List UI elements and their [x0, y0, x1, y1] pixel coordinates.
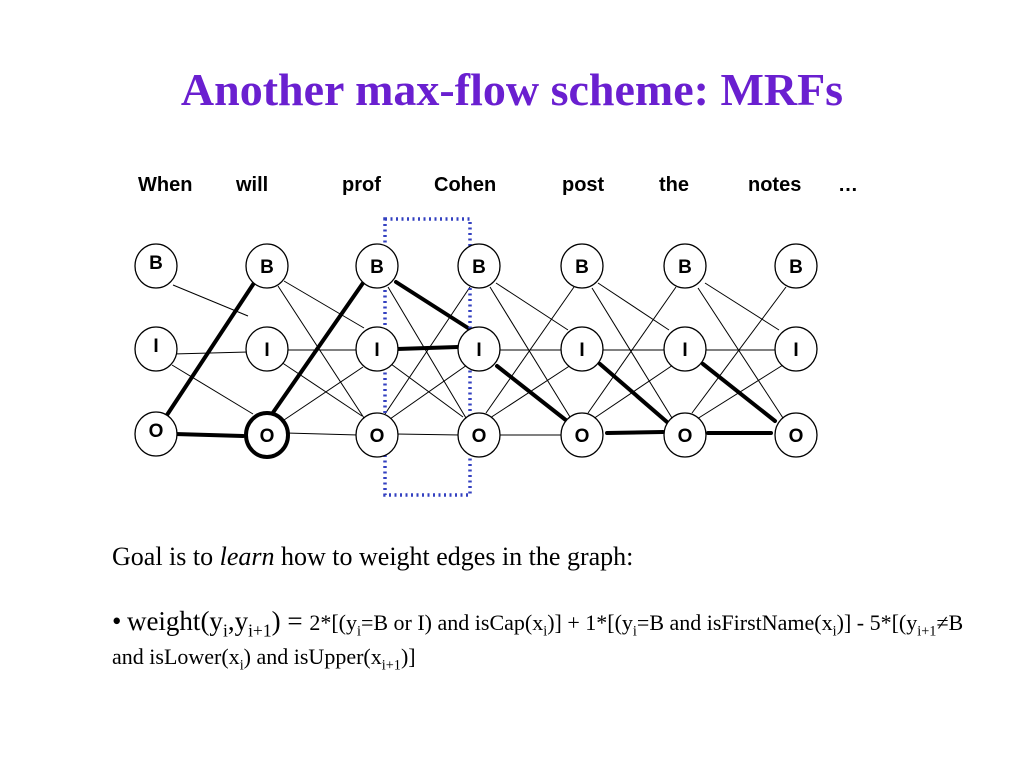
formula-sub: i — [222, 620, 228, 641]
node-o — [774, 412, 818, 458]
node-column-3: B I O — [457, 243, 501, 458]
node-o — [663, 412, 707, 458]
node-b-label: B — [260, 257, 274, 278]
formula-part: )] - 5*[(y — [836, 610, 918, 635]
node-i — [245, 326, 289, 372]
node-column-5: B I O — [663, 243, 707, 458]
node-i — [560, 326, 604, 372]
formula-lhs: weight(yi,yi+1) = — [126, 606, 310, 639]
node-o-label: O — [260, 426, 275, 447]
word-label: When — [138, 174, 192, 196]
node-b — [134, 243, 178, 289]
formula-sub: i — [632, 623, 637, 640]
formula-part: )] + 1*[(y — [547, 610, 633, 635]
node-b-label: B — [370, 257, 384, 278]
weight-formula: • weight(yi,yi+1) = 2*[(yi=B or I) and i… — [112, 604, 992, 674]
node-i-label: I — [476, 340, 481, 361]
node-o — [560, 412, 604, 458]
formula-sub: i — [239, 657, 244, 674]
formula-sub: i+1 — [917, 623, 937, 640]
formula-part: ≠B and isLower(x — [112, 610, 964, 669]
node-i — [774, 326, 818, 372]
word-label: will — [235, 174, 268, 196]
node-b-label: B — [149, 253, 163, 274]
formula-sub: i — [832, 623, 837, 640]
node-o — [244, 411, 290, 459]
formula-part: ) = — [271, 606, 310, 636]
formula-sub: i+1 — [248, 620, 272, 641]
node-i — [457, 326, 501, 372]
formula-part: =B and isFirstName(x — [636, 610, 833, 635]
node-i-label: I — [682, 340, 687, 361]
node-o-label: O — [789, 426, 804, 447]
word-label: … — [838, 174, 858, 196]
node-column-2: B I O — [355, 243, 399, 458]
word-label: prof — [342, 174, 381, 196]
formula-part: 2*[(y — [309, 610, 357, 635]
node-b — [560, 243, 604, 289]
formula-sub: i — [356, 623, 361, 640]
node-column-0: B I O — [134, 243, 178, 457]
node-i-label: I — [264, 340, 269, 361]
node-i-label: I — [374, 340, 379, 361]
node-b — [245, 243, 289, 289]
node-o — [457, 412, 501, 458]
node-o — [355, 412, 399, 458]
node-o-label: O — [472, 426, 487, 447]
formula-part: ) and isUpper(x — [243, 644, 382, 669]
word-label: notes — [748, 174, 801, 196]
node-column-4: B I O — [560, 243, 604, 458]
node-b — [457, 243, 501, 289]
slide-title: Another max-flow scheme: MRFs — [180, 64, 844, 115]
goal-text: Goal is to learn how to weight edges in … — [112, 540, 992, 574]
word-label: post — [562, 174, 605, 196]
node-i — [134, 326, 178, 372]
node-i — [663, 326, 707, 372]
word-label: Cohen — [434, 174, 496, 196]
node-b-label: B — [678, 257, 692, 278]
goal-prefix: Goal is to — [112, 542, 220, 571]
node-o-label: O — [370, 426, 385, 447]
node-b-label: B — [472, 257, 486, 278]
node-b — [355, 243, 399, 289]
formula-part: ,y — [227, 606, 249, 636]
thin-edges — [171, 280, 787, 436]
goal-emphasis: learn — [219, 542, 275, 571]
formula-sub: i+1 — [381, 657, 401, 674]
node-i — [355, 326, 399, 372]
formula-part: =B or I) and isCap(x — [360, 610, 544, 635]
formula-sub: i — [543, 623, 548, 640]
thick-edges — [163, 280, 777, 438]
node-b-label: B — [789, 257, 803, 278]
node-i-label: I — [579, 340, 584, 361]
bullet-marker: • — [112, 606, 122, 636]
node-o — [134, 411, 178, 457]
node-o-label: O — [678, 426, 693, 447]
mrf-lattice-diagram: When will prof Cohen post the notes … — [134, 174, 858, 497]
formula-part: weight(y — [126, 606, 223, 636]
node-b — [774, 243, 818, 289]
node-i-label: I — [793, 340, 798, 361]
node-i-label: I — [153, 336, 158, 357]
node-b-label: B — [575, 257, 589, 278]
node-o-label: O — [149, 421, 164, 442]
node-b — [663, 243, 707, 289]
formula-part: )] — [400, 644, 416, 669]
goal-suffix: how to weight edges in the graph: — [274, 542, 634, 571]
node-o-label: O — [575, 426, 590, 447]
word-label: the — [659, 174, 689, 196]
node-column-1: B I O — [244, 243, 290, 459]
node-column-6: B I O — [774, 243, 818, 458]
